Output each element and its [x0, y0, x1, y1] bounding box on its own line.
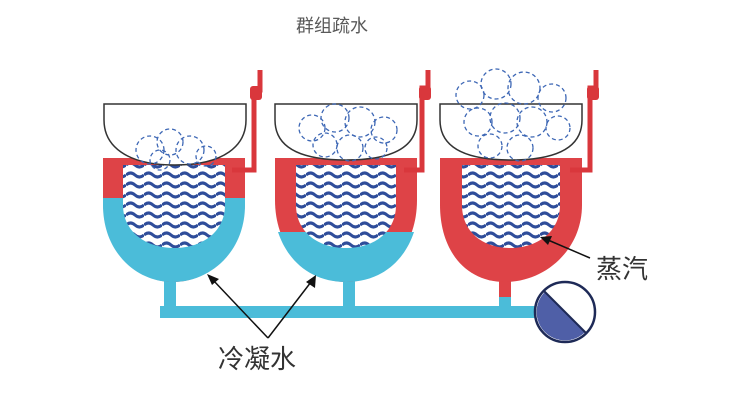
vessel-1-bowl [103, 103, 247, 166]
vessel-3-valve-icon [587, 86, 599, 100]
vessel-2-valve-icon [419, 86, 431, 100]
vessel-1-valve-icon [250, 86, 262, 100]
vessel-1 [103, 70, 263, 282]
vessel-2-bowl [274, 103, 418, 161]
vessel-1-steam-bubbles [135, 128, 217, 171]
steam-label: 蒸汽 [596, 255, 648, 285]
vessel-2-inner-tank [296, 165, 396, 248]
condensate-pointer-arrows [207, 274, 316, 339]
steam-pointer-arrow [540, 236, 591, 259]
drop-pipe-3-steam [499, 280, 511, 298]
vessel-3-inner-tank [462, 165, 560, 248]
diagram-title: 群组疏水 [296, 16, 368, 37]
vessel-3 [439, 68, 599, 282]
condensate-label: 冷凝水 [218, 345, 296, 375]
vessel-2 [274, 70, 431, 282]
condensate-header-pipe [160, 306, 540, 318]
drop-pipe-3-water [499, 297, 511, 309]
vessel-2-steam-bubbles [298, 103, 398, 162]
vessel-3-steam-bubbles [455, 68, 571, 162]
vessel-1-inner-tank [123, 165, 225, 248]
vessel-2-outer-jacket-condensate [278, 232, 414, 282]
steam-trap-icon [533, 280, 597, 344]
